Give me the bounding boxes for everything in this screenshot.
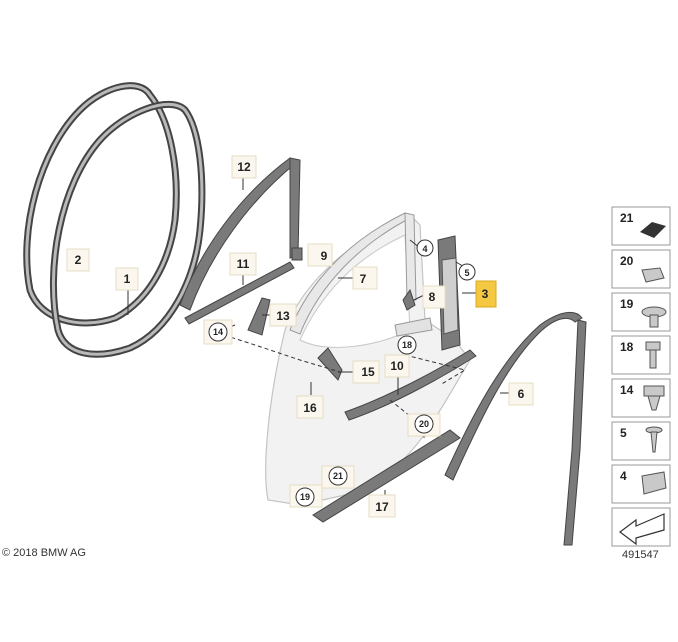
svg-text:18: 18 <box>402 340 412 350</box>
svg-text:19: 19 <box>300 492 310 502</box>
legend-arrow-cell <box>611 507 671 547</box>
callout-20: 20 <box>407 413 441 437</box>
callout-1: 1 <box>115 267 139 291</box>
svg-text:16: 16 <box>303 401 317 415</box>
diagram-number: 491547 <box>622 549 659 561</box>
callout-8: 8 <box>422 285 446 309</box>
legend-item-19[interactable]: 19 <box>611 292 671 332</box>
b-pillar-cover[interactable] <box>402 288 416 311</box>
belt-moulding-front[interactable] <box>184 261 295 325</box>
window-frame-trim[interactable] <box>179 157 301 311</box>
callout-12: 12 <box>231 155 257 179</box>
svg-text:6: 6 <box>518 387 525 401</box>
foam-pad-icon <box>640 222 666 238</box>
svg-text:11: 11 <box>237 257 250 271</box>
svg-text:14: 14 <box>620 383 634 397</box>
callout-16: 16 <box>296 395 324 419</box>
plastic-clip-icon <box>643 385 665 411</box>
svg-text:8: 8 <box>429 290 436 304</box>
svg-text:7: 7 <box>360 272 367 286</box>
svg-text:15: 15 <box>361 365 375 379</box>
belt-moulding-rear[interactable] <box>344 349 477 421</box>
callout-14: 14 <box>203 319 233 345</box>
svg-text:20: 20 <box>419 419 429 429</box>
callout-5: 5 <box>458 263 476 281</box>
svg-text:4: 4 <box>422 244 427 254</box>
callout-9: 9 <box>307 243 333 267</box>
svg-text:17: 17 <box>375 500 389 514</box>
bracket-part[interactable] <box>291 247 303 261</box>
svg-text:1: 1 <box>124 272 131 286</box>
expanding-rivet-icon <box>641 306 667 328</box>
mirror-triangle-trim-lower[interactable] <box>317 347 343 381</box>
b-pillar-trim[interactable] <box>437 235 461 351</box>
door-seal-inner[interactable] <box>50 100 206 358</box>
legend-item-20[interactable]: 20 <box>611 249 671 289</box>
svg-text:5: 5 <box>464 268 469 278</box>
legend-item-4[interactable]: 4 <box>611 464 671 504</box>
svg-text:3: 3 <box>482 287 489 301</box>
svg-text:13: 13 <box>276 309 290 323</box>
callout-15: 15 <box>352 360 380 384</box>
legend-item-21[interactable]: 21 <box>611 206 671 246</box>
svg-text:4: 4 <box>620 469 627 483</box>
window-channel-seal[interactable] <box>444 311 587 546</box>
legend-item-14[interactable]: 14 <box>611 378 671 418</box>
svg-text:2: 2 <box>75 253 82 267</box>
callout-19: 19 <box>289 484 323 508</box>
svg-text:20: 20 <box>620 254 634 268</box>
svg-text:21: 21 <box>333 471 343 481</box>
svg-text:21: 21 <box>620 211 634 225</box>
svg-text:19: 19 <box>620 297 634 311</box>
self-tapping-screw-icon <box>645 426 663 453</box>
legend-item-5[interactable]: 5 <box>611 421 671 461</box>
callout-11: 11 <box>229 252 257 276</box>
callout-21: 21 <box>321 465 355 489</box>
door-seal-outer[interactable] <box>23 82 180 327</box>
callout-7: 7 <box>352 266 378 290</box>
window-guide-rail[interactable] <box>289 212 417 335</box>
mirror-triangle-trim-upper[interactable] <box>247 297 271 336</box>
svg-text:14: 14 <box>213 327 223 337</box>
arrow-icon <box>619 513 665 546</box>
copyright-text: © 2018 BMW AG <box>2 547 86 559</box>
svg-text:18: 18 <box>620 340 634 354</box>
svg-text:9: 9 <box>321 249 328 263</box>
parts-legend: 21 20 19 18 14 <box>611 206 671 547</box>
svg-text:12: 12 <box>237 160 251 174</box>
callout-3: 3 <box>475 280 497 308</box>
callout-6: 6 <box>508 382 534 406</box>
callout-13: 13 <box>269 303 297 327</box>
callout-17: 17 <box>368 494 396 518</box>
svg-text:10: 10 <box>390 359 404 373</box>
svg-text:5: 5 <box>620 426 627 440</box>
callout-18: 18 <box>397 335 417 355</box>
callout-10: 10 <box>384 354 410 378</box>
callout-4: 4 <box>416 239 434 257</box>
legend-item-18[interactable]: 18 <box>611 335 671 375</box>
hex-screw-icon <box>645 341 661 369</box>
callout-2: 2 <box>66 248 90 272</box>
retainer-clip-icon <box>641 471 667 495</box>
door-sill-trim[interactable] <box>312 429 461 523</box>
clip-nut-icon <box>641 267 665 283</box>
